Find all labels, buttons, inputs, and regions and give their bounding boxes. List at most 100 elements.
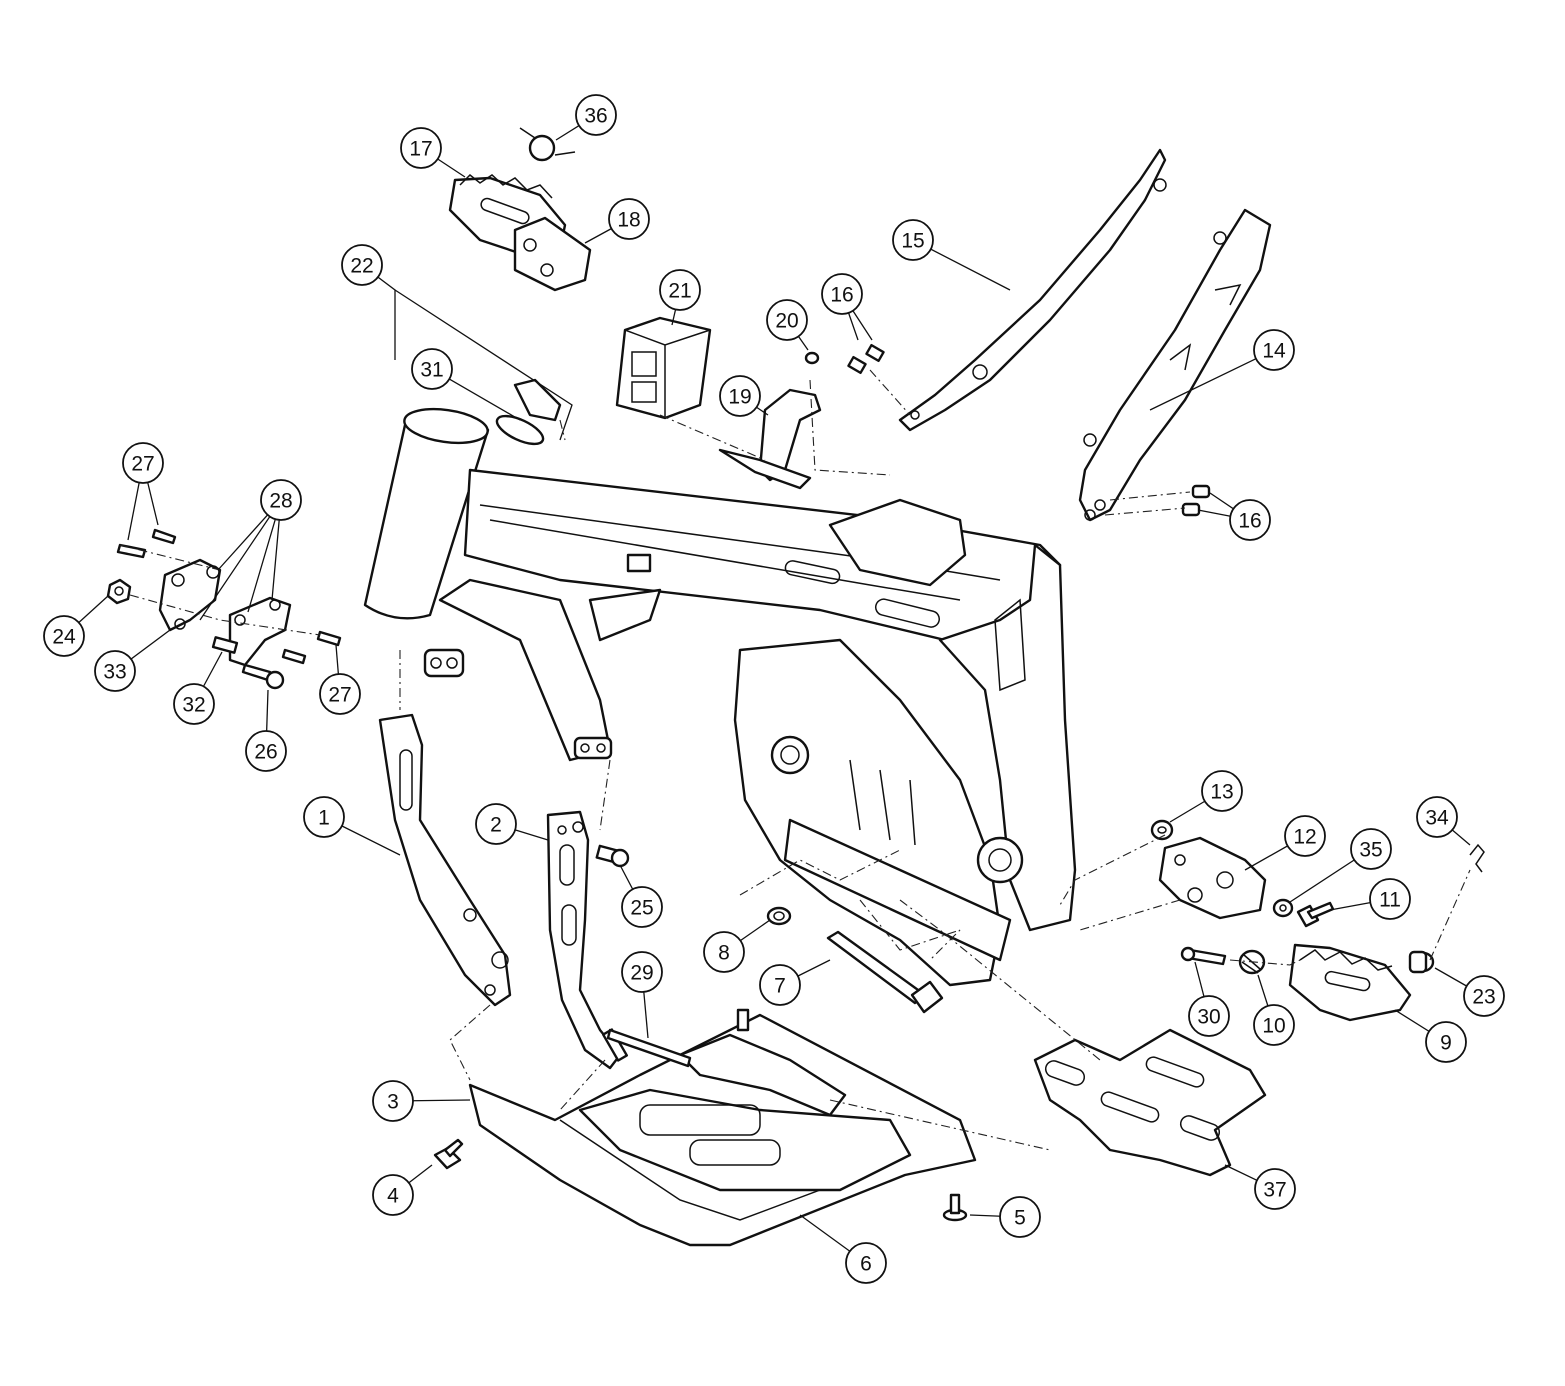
callout-37: 37	[1254, 1168, 1296, 1210]
callout-label: 32	[182, 694, 205, 717]
part-20-screw	[804, 351, 820, 365]
callout-3: 3	[372, 1080, 414, 1122]
callout-31: 31	[411, 348, 453, 390]
part-36-spring	[519, 127, 576, 162]
callout-13: 13	[1201, 770, 1243, 812]
assembly-centerlines	[119, 369, 1471, 1151]
part-13-nut	[1150, 819, 1174, 841]
callout-6: 6	[845, 1242, 887, 1284]
part-19-bracket	[718, 388, 822, 490]
callout-label: 13	[1210, 781, 1233, 804]
callout-label: 1	[318, 807, 330, 830]
callout-label: 5	[1014, 1207, 1026, 1230]
callout-label: 34	[1425, 807, 1449, 830]
callout-label: 11	[1379, 889, 1401, 912]
callout-32: 32	[173, 683, 215, 725]
part-27-bolts-lower	[281, 630, 342, 665]
callout-17: 17	[400, 127, 442, 169]
callout-27: 27	[319, 673, 361, 715]
callout-label: 23	[1472, 986, 1495, 1009]
callout-label: 33	[103, 661, 126, 684]
callout-18: 18	[608, 198, 650, 240]
part-12-footpeg-bracket-right	[1158, 836, 1267, 920]
part-7-pivot-bolt	[826, 930, 944, 1014]
part-1-engine-mount-left	[378, 713, 512, 1007]
callout-16: 16	[821, 273, 863, 315]
callout-label: 9	[1440, 1032, 1452, 1055]
callout-9: 9	[1425, 1021, 1467, 1063]
part-27-bolts-upper	[116, 528, 177, 559]
part-14-subframe-rail-right	[1078, 208, 1272, 522]
part-35-washer	[1272, 898, 1294, 918]
part-30-bolt	[1180, 946, 1227, 966]
part-15-subframe-rail-left	[898, 148, 1167, 432]
part-34-clip	[1469, 843, 1485, 873]
callout-10: 10	[1253, 1004, 1295, 1046]
part-8-washer	[766, 906, 792, 926]
callout-label: 7	[774, 975, 786, 998]
part-31-bearing	[495, 378, 562, 446]
callout-label: 19	[728, 386, 751, 409]
callout-15: 15	[892, 219, 934, 261]
part-21-box	[615, 316, 712, 420]
callout-label: 30	[1197, 1006, 1220, 1029]
callout-11: 11	[1369, 878, 1411, 920]
callout-label: 14	[1262, 340, 1286, 363]
callout-23: 23	[1463, 975, 1505, 1017]
part-29-rod	[606, 1028, 692, 1068]
part-26-bolt	[241, 663, 285, 690]
callout-19: 19	[719, 375, 761, 417]
callout-12: 12	[1284, 815, 1326, 857]
part-9-footpeg-right	[1288, 943, 1412, 1022]
callout-label: 10	[1262, 1015, 1285, 1038]
callout-label: 35	[1359, 839, 1382, 862]
callout-25: 25	[621, 886, 663, 928]
callout-label: 6	[860, 1253, 872, 1276]
callout-label: 27	[131, 453, 154, 476]
callout-label: 4	[387, 1185, 399, 1208]
callout-label: 31	[420, 359, 443, 382]
callout-label: 2	[490, 814, 502, 837]
part-33-bracket	[158, 558, 222, 632]
callout-30: 30	[1188, 995, 1230, 1037]
callout-8: 8	[703, 931, 745, 973]
part-18-footpeg-mount	[513, 216, 592, 292]
callout-label: 28	[269, 490, 292, 513]
part-25-bolt	[595, 844, 630, 868]
callout-label: 22	[350, 255, 373, 278]
callout-label: 16	[830, 284, 853, 307]
callout-label: 18	[617, 209, 640, 232]
part-11-bolt	[1296, 901, 1335, 928]
callout-1: 1	[303, 796, 345, 838]
part-4-bolt	[433, 1138, 464, 1170]
part-16-bolts-left	[847, 343, 885, 375]
part-24-nut	[106, 578, 132, 605]
callout-label: 21	[668, 280, 691, 303]
callout-label: 24	[52, 626, 76, 649]
callout-7: 7	[759, 964, 801, 1006]
callout-5: 5	[999, 1196, 1041, 1238]
callout-label: 16	[1238, 510, 1261, 533]
callout-4: 4	[372, 1174, 414, 1216]
callout-27: 27	[122, 442, 164, 484]
callout-label: 8	[718, 942, 730, 965]
callout-22: 22	[341, 244, 383, 286]
callout-label: 29	[630, 962, 653, 985]
callout-29: 29	[621, 951, 663, 993]
callout-34: 34	[1416, 796, 1458, 838]
callout-label: 12	[1293, 826, 1316, 849]
part-5-screw	[942, 1193, 968, 1222]
callout-label: 3	[387, 1091, 399, 1114]
callout-36: 36	[575, 94, 617, 136]
part-37-guard-plate	[1033, 1028, 1267, 1177]
callout-24: 24	[43, 615, 85, 657]
callout-label: 17	[409, 138, 432, 161]
part-16-bolts-right	[1181, 484, 1211, 517]
part-32-spacer	[211, 636, 239, 654]
part-23-bushing	[1408, 950, 1435, 974]
callout-label: 15	[901, 230, 924, 253]
callout-label: 36	[584, 105, 607, 128]
callout-21: 21	[659, 269, 701, 311]
